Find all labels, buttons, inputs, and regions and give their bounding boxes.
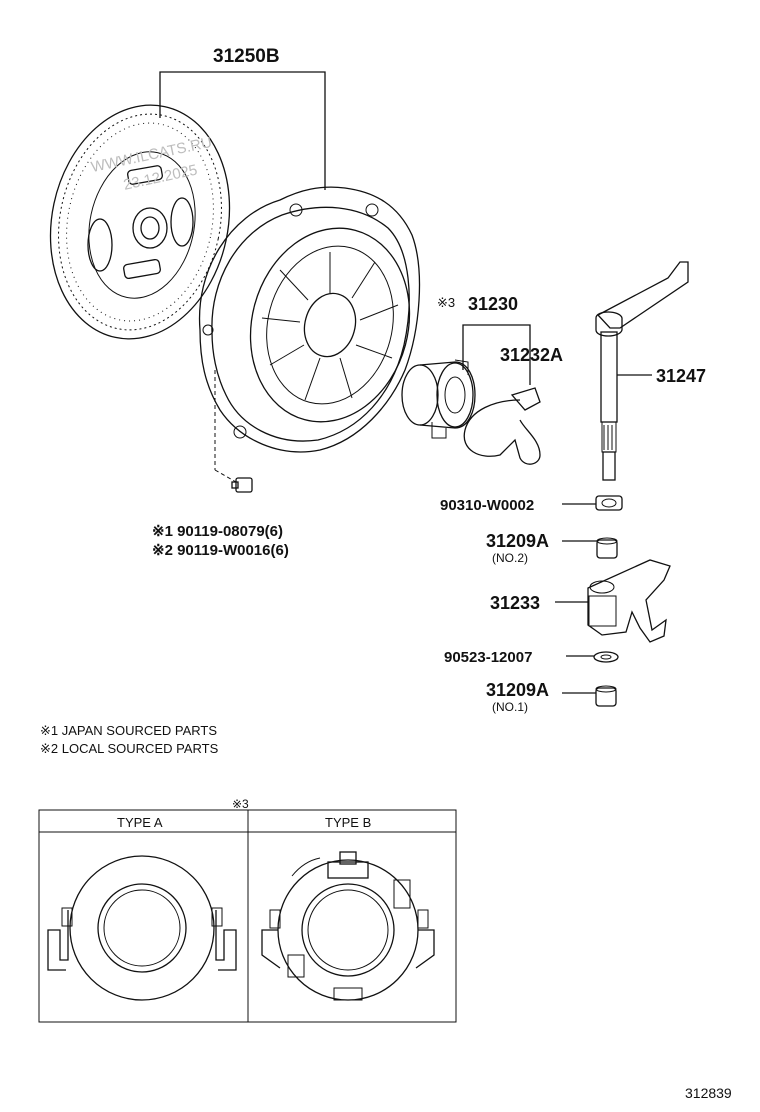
- label-31250b: 31250B: [213, 46, 280, 67]
- type-b-bearing: [261, 851, 435, 1001]
- bolt: [214, 370, 253, 493]
- type-a-bearing: [47, 855, 237, 1001]
- release-fork-shaft: [595, 261, 689, 481]
- clutch-disc: [49, 104, 231, 340]
- clutch-cover: [198, 186, 421, 453]
- oil-seal: [595, 495, 623, 511]
- release-bearing: [401, 359, 476, 439]
- note-local: ※2 LOCAL SOURCED PARTS: [40, 741, 219, 756]
- leader-31230: [462, 324, 531, 385]
- label-90523: 90523-12007: [444, 649, 532, 666]
- hub-clip: [463, 387, 541, 465]
- label-mark3: ※3: [437, 295, 455, 310]
- label-31247: 31247: [656, 366, 706, 386]
- note-japan: ※1 JAPAN SOURCED PARTS: [40, 723, 217, 738]
- table-mark: ※3: [232, 797, 249, 811]
- label-31232a: 31232A: [500, 345, 563, 365]
- bushing-no1: [595, 685, 617, 707]
- label-90310: 90310-W0002: [440, 497, 534, 514]
- leader-31250b: [159, 71, 326, 190]
- washer: [593, 651, 619, 663]
- table-col-type-b: TYPE B: [325, 815, 371, 830]
- label-31209a-no1: 31209A: [486, 680, 549, 700]
- table-col-type-a: TYPE A: [117, 815, 163, 830]
- bushing-no2: [596, 537, 618, 559]
- label-31230: 31230: [468, 294, 518, 314]
- bearing-type-table: ※3 TYPE A TYPE B: [38, 797, 457, 1023]
- label-31233: 31233: [490, 593, 540, 613]
- label-bolt-japan: ※1 90119-08079(6): [152, 523, 283, 540]
- label-31209a-no2: 31209A: [486, 531, 549, 551]
- release-fork: [587, 559, 671, 643]
- label-no1: (NO.1): [492, 700, 528, 714]
- diagram-id: 312839: [685, 1085, 732, 1101]
- label-no2: (NO.2): [492, 551, 528, 565]
- label-bolt-local: ※2 90119-W0016(6): [152, 542, 289, 559]
